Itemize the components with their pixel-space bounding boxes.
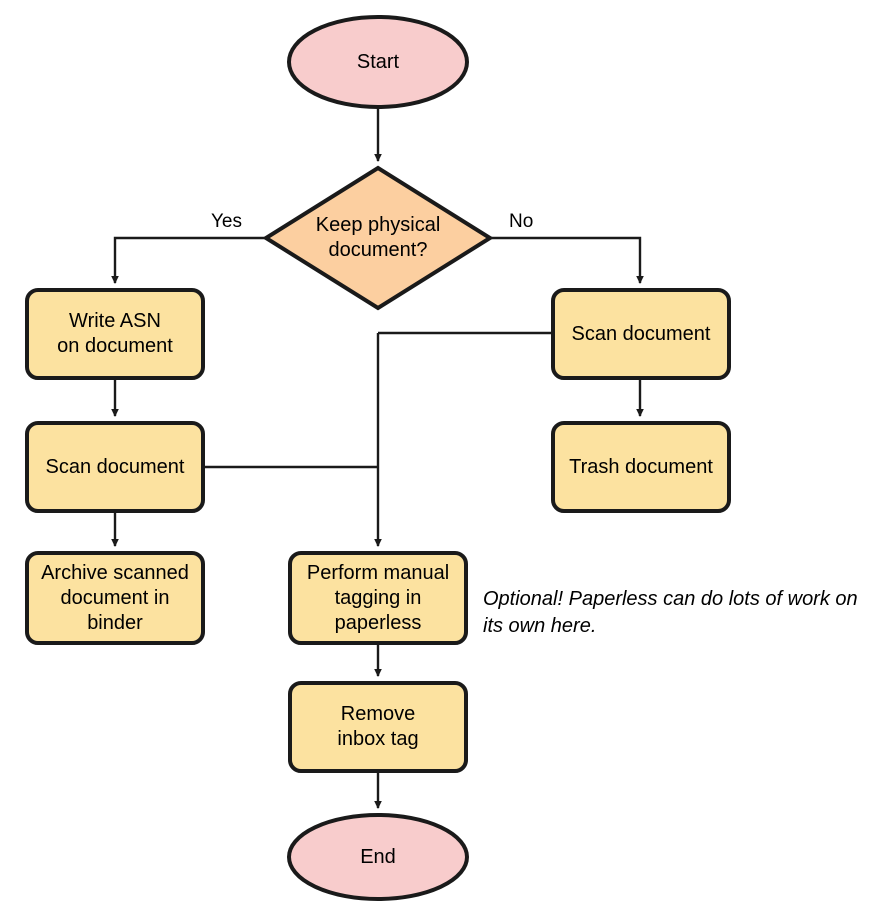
edge-decision-yes-to-write-asn: [111, 236, 266, 285]
connector-layer: [111, 107, 644, 810]
node-archive-shape[interactable]: [25, 551, 205, 645]
node-layer: [25, 15, 731, 901]
edge-decision-no-to-scan-right: [490, 236, 644, 285]
edge-label-no: No: [509, 211, 534, 232]
edge-label-yes: Yes: [211, 211, 242, 232]
node-start-shape[interactable]: [287, 15, 469, 109]
optional-note-annotation: Optional! Paperless can do lots of work …: [483, 588, 858, 637]
node-write-asn-shape[interactable]: [25, 288, 205, 380]
node-manual-tagging-shape[interactable]: [288, 551, 468, 645]
node-remove-inbox-shape[interactable]: [288, 681, 468, 773]
node-scan-right-shape[interactable]: [551, 288, 731, 380]
node-scan-left-shape[interactable]: [25, 421, 205, 513]
node-decision-shape[interactable]: [262, 165, 494, 311]
node-end-shape[interactable]: [287, 813, 469, 901]
node-trash-shape[interactable]: [551, 421, 731, 513]
